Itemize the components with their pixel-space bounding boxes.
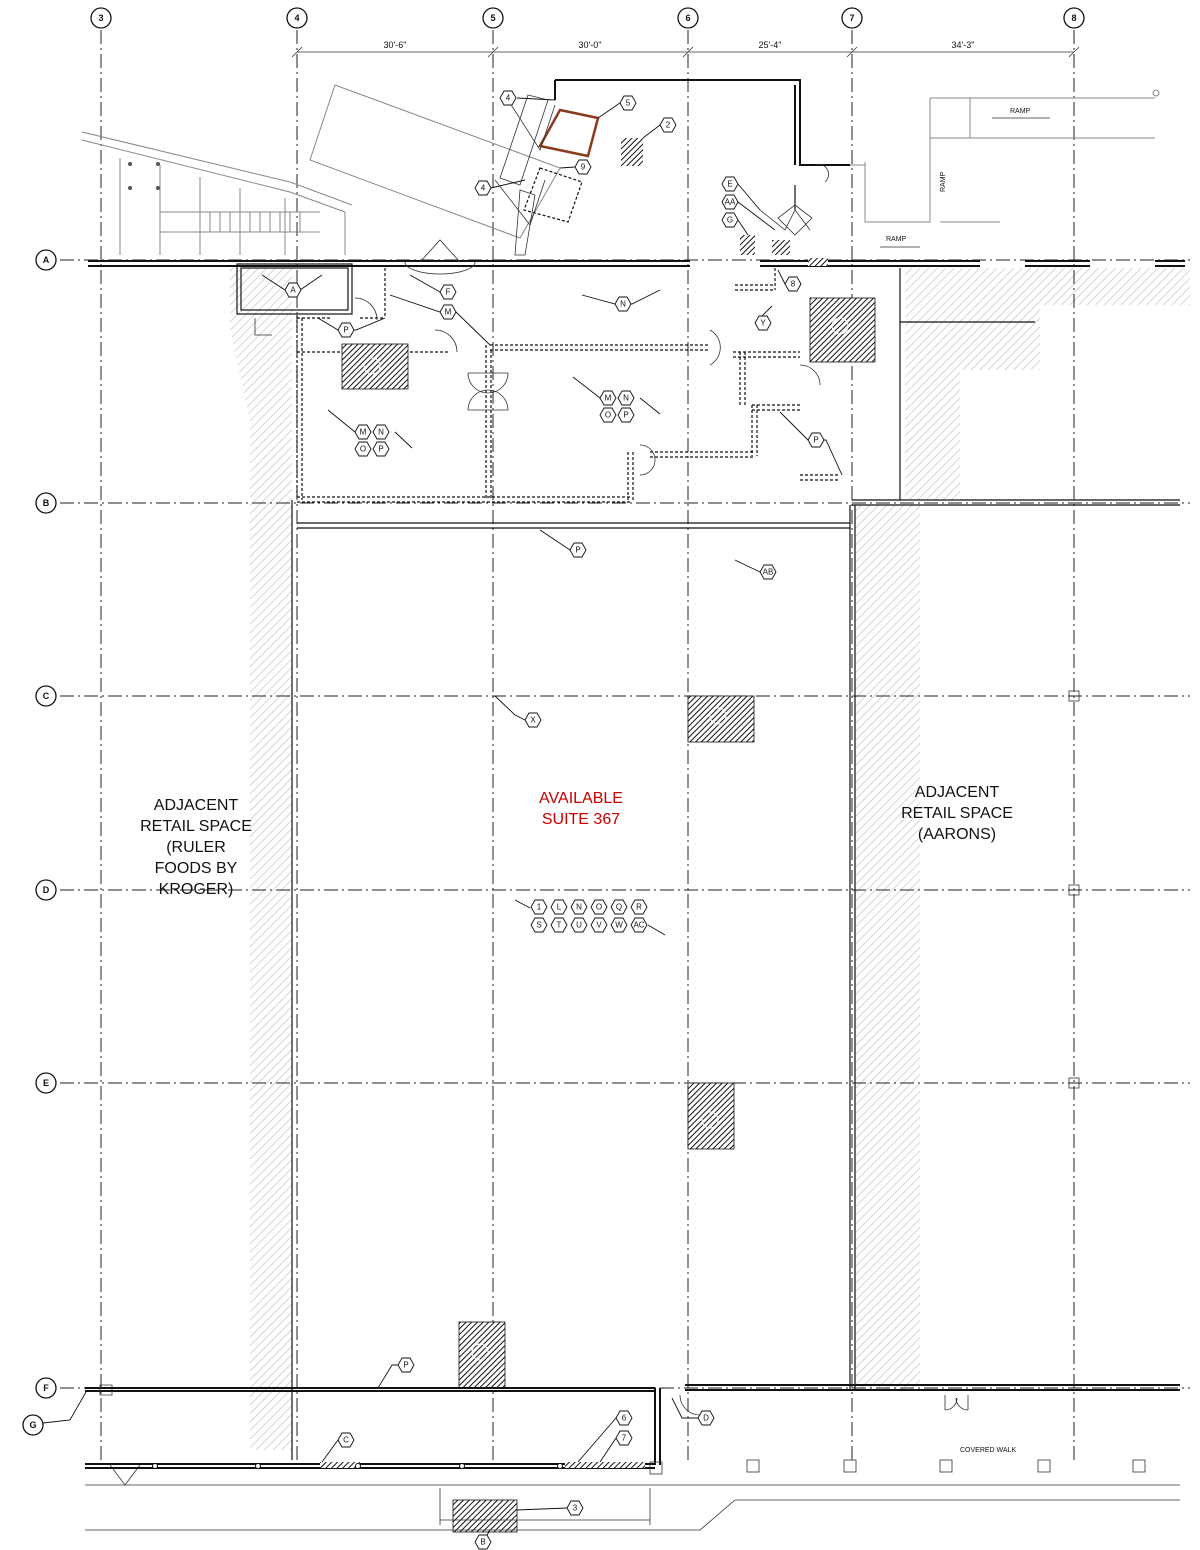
grid-row-a: A [43, 255, 50, 265]
keynote-y: Y [760, 319, 766, 328]
left-tenant-line-1: ADJACENT [154, 797, 239, 814]
grid-row-e: E [43, 1078, 49, 1088]
keynote-f: F [446, 288, 451, 297]
exterior-ramp: RAMP RAMP RAMP [864, 89, 1160, 248]
grid-row-d: D [43, 885, 50, 895]
row-bubbles: A B C D E F G [22, 249, 87, 1436]
rotated-equipment [494, 94, 813, 256]
ramp-label-2: RAMP [886, 236, 907, 243]
dimension-string: 30'-6" 30'-0" 25'-4" 34'-3" [291, 40, 1080, 58]
keynote-5: 5 [626, 99, 631, 108]
grid-row-c: C [43, 691, 50, 701]
keynote-ab: AB [763, 568, 774, 577]
svg-text:N: N [576, 903, 582, 912]
keynote-group-mid: M N O P [572, 376, 661, 423]
svg-text:N: N [623, 394, 629, 403]
room-labels: ADJACENT RETAIL SPACE (RULER FOODS BY KR… [140, 784, 1013, 898]
grid-row-b: B [43, 498, 50, 508]
svg-text:O: O [360, 445, 366, 454]
dimension-4-5: 30'-6" [384, 40, 407, 50]
keynote-4-upper: 4 [506, 94, 511, 103]
right-tenant-line-3: (AARONS) [918, 826, 996, 843]
keynote-m: M [445, 308, 452, 317]
svg-text:O: O [596, 903, 602, 912]
keynote-n: N [620, 300, 626, 309]
grid-lines [60, 30, 1190, 1460]
dimension-6-7: 25'-4" [759, 40, 782, 50]
keynote-group-main: 1 L N O Q R S T U V W AC [514, 899, 666, 936]
left-tenant-line-2: RETAIL SPACE [140, 818, 252, 835]
svg-text:S: S [536, 921, 541, 930]
roof-equipment [341, 138, 876, 1533]
svg-text:M: M [605, 394, 612, 403]
svg-text:1: 1 [537, 903, 542, 912]
left-tenant-line-3: (RULER [166, 839, 226, 856]
svg-text:W: W [615, 921, 623, 930]
left-tenant-line-5: KROGER) [159, 881, 234, 898]
keynote-4-lower: 4 [481, 184, 486, 193]
keynote-c: C [343, 1436, 349, 1445]
svg-text:Q: Q [616, 903, 622, 912]
column-bubbles: 3 4 5 6 7 8 [90, 7, 1085, 29]
grid-col-5: 5 [490, 13, 495, 23]
svg-text:U: U [576, 921, 582, 930]
right-tenant-line-1: ADJACENT [915, 784, 1000, 801]
keynote-8: 8 [791, 280, 796, 289]
svg-text:R: R [636, 903, 642, 912]
svg-text:V: V [596, 921, 602, 930]
svg-text:P: P [623, 411, 628, 420]
covered-walk-label: COVERED WALK [960, 1447, 1016, 1454]
svg-text:P: P [378, 445, 383, 454]
keynote-a: A [290, 286, 296, 295]
keynote-2: 2 [666, 121, 671, 130]
grid-col-4: 4 [294, 13, 299, 23]
right-tenant-line-2: RETAIL SPACE [901, 805, 1013, 822]
svg-text:AC: AC [633, 921, 644, 930]
hatch-bands [170, 268, 1190, 1450]
keynote-6: 6 [622, 1414, 627, 1423]
svg-text:N: N [378, 428, 384, 437]
keynotes: 4 5 2 9 4 E AA G 8 A F M N [261, 90, 843, 1550]
keynote-aa: AA [725, 198, 736, 207]
ramp-label-3: RAMP [940, 171, 947, 192]
keynote-d: D [703, 1414, 709, 1423]
svg-text:M: M [360, 428, 367, 437]
svg-text:T: T [557, 921, 562, 930]
dimension-7-8: 34'-3" [952, 40, 975, 50]
keynote-e: E [727, 180, 732, 189]
keynote-p-3: P [575, 546, 580, 555]
grid-col-8: 8 [1071, 13, 1076, 23]
keynote-group-left: M N O P [327, 409, 413, 457]
suite-title-line-2: SUITE 367 [542, 811, 620, 828]
grid-col-7: 7 [849, 13, 854, 23]
grid-row-f: F [43, 1383, 49, 1393]
keynote-b: B [480, 1538, 485, 1547]
storefront [85, 1384, 1180, 1531]
keynote-3: 3 [573, 1504, 578, 1513]
walls-upper [88, 79, 1185, 1460]
keynote-g: G [727, 216, 733, 225]
keynote-9: 9 [581, 163, 586, 172]
keynote-x: X [530, 716, 536, 725]
suite-title-line-1: AVAILABLE [539, 790, 623, 807]
covered-walk-columns: COVERED WALK [746, 690, 1146, 1473]
left-tenant-line-4: FOODS BY [155, 860, 238, 877]
keynote-p-2: P [813, 436, 818, 445]
ramp-label-1: RAMP [1010, 108, 1031, 115]
grid-row-g: G [29, 1420, 36, 1430]
svg-text:L: L [557, 903, 562, 912]
doors [109, 164, 969, 1486]
grid-col-6: 6 [685, 13, 690, 23]
svg-text:O: O [605, 411, 611, 420]
keynote-7: 7 [622, 1434, 627, 1443]
grid-col-3: 3 [98, 13, 103, 23]
keynote-p-1: P [343, 326, 348, 335]
dimension-5-6: 30'-0" [579, 40, 602, 50]
exterior-stair [81, 84, 561, 255]
keynote-p-4: P [403, 1361, 408, 1370]
